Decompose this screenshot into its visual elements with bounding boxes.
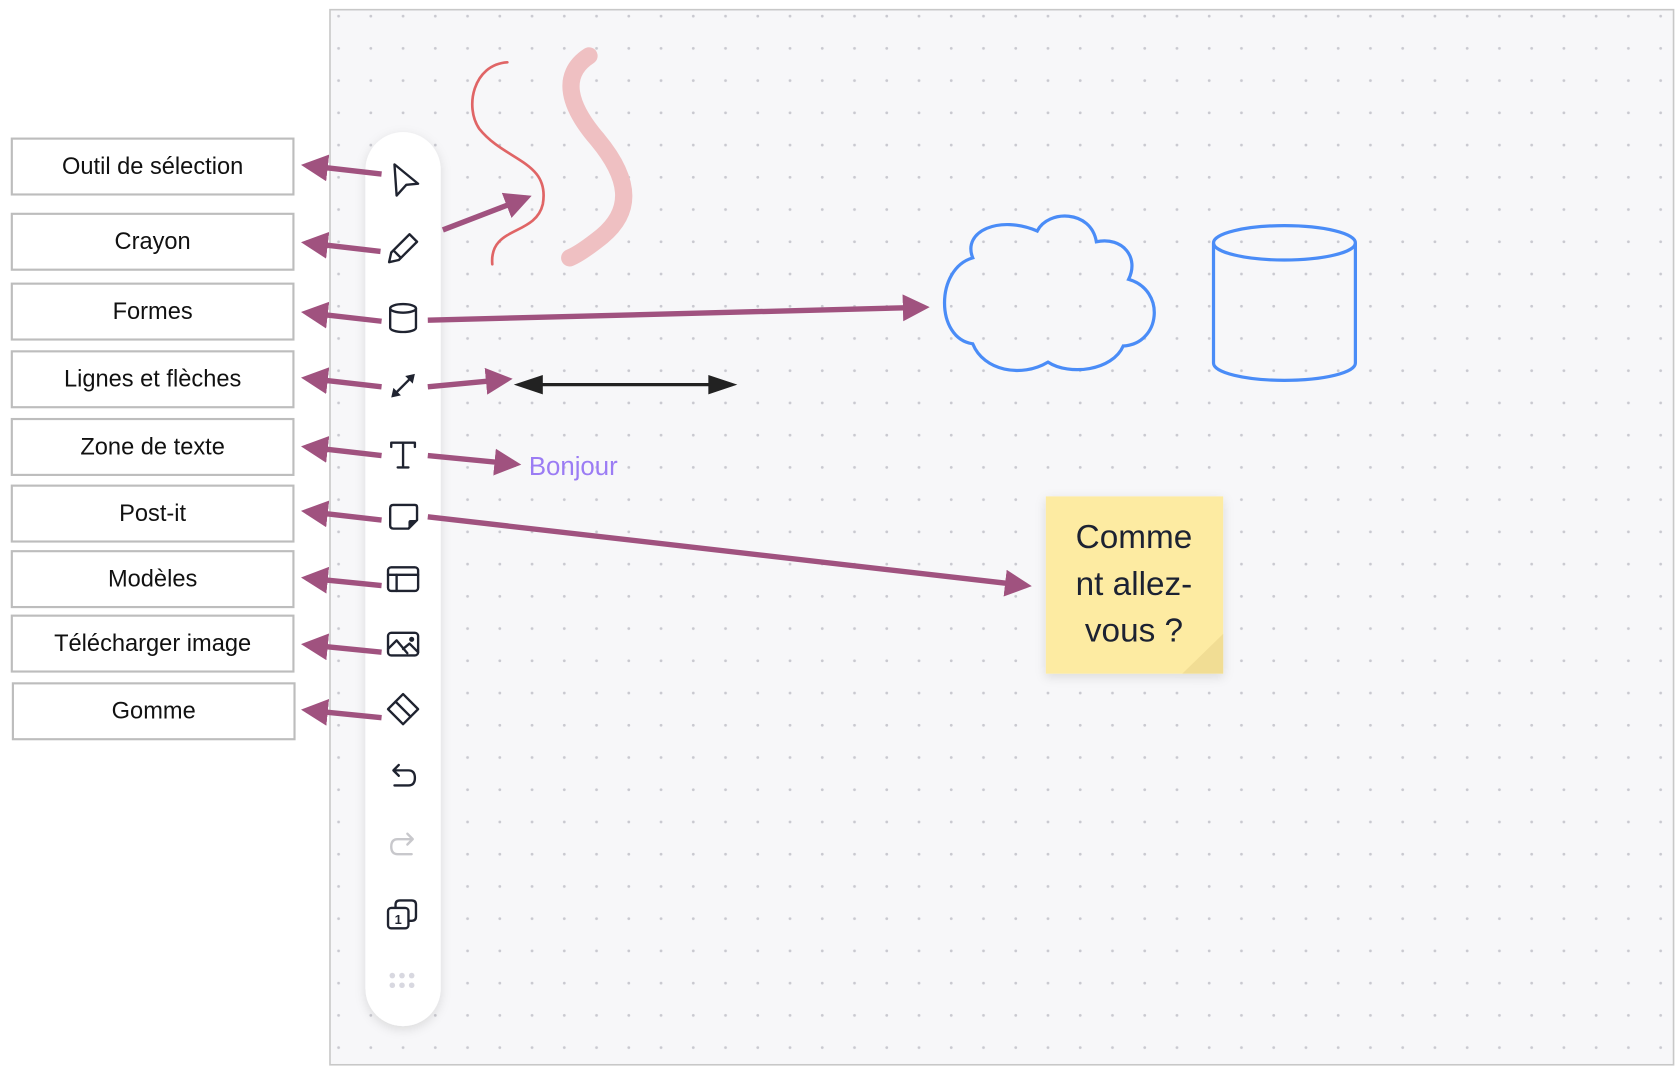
text-icon <box>390 441 417 469</box>
annotation-arrows <box>300 154 1032 726</box>
templates-icon <box>386 566 420 593</box>
cylinder-shape[interactable] <box>1211 224 1358 382</box>
canvas-text-item[interactable]: Bonjour <box>529 453 618 481</box>
undo-icon <box>392 763 417 787</box>
eraser-icon <box>386 692 420 726</box>
pages-button[interactable]: 1 <box>386 899 418 930</box>
whiteboard-canvas[interactable] <box>329 8 1675 1066</box>
sticky-line: vous ? <box>1085 612 1183 649</box>
sticky-note[interactable]: Comme nt allez- vous ? <box>1045 496 1224 674</box>
sticky-note-icon <box>388 503 419 530</box>
double-arrow-line[interactable] <box>513 374 738 395</box>
label-sticky-note: Post-it <box>119 501 186 527</box>
cursor-icon <box>393 163 420 197</box>
pencil-tool-button[interactable] <box>387 233 419 264</box>
pen-stroke-thin[interactable] <box>471 60 545 266</box>
label-pencil: Crayon <box>115 229 191 255</box>
annotation-labels <box>10 137 296 741</box>
double-arrow-icon <box>391 373 415 398</box>
sticky-note-tool-button[interactable] <box>388 503 419 530</box>
lines-arrows-tool-button[interactable] <box>391 373 415 398</box>
undo-button[interactable] <box>392 763 417 787</box>
redo-icon <box>390 832 414 856</box>
image-icon <box>386 631 420 657</box>
eraser-tool-button[interactable] <box>386 692 420 726</box>
sticky-line: nt allez- <box>1076 566 1193 603</box>
more-tools-button[interactable] <box>389 972 415 989</box>
select-tool-button[interactable] <box>393 163 420 197</box>
cloud-shape[interactable] <box>943 214 1156 372</box>
cylinder-icon <box>388 302 418 334</box>
label-lines-arrows: Lignes et flèches <box>64 367 241 393</box>
pages-icon <box>386 899 418 930</box>
label-eraser: Gomme <box>112 699 196 725</box>
pages-count: 1 <box>395 912 402 927</box>
grid-dots-icon <box>389 972 415 989</box>
label-upload-image: Télécharger image <box>54 631 251 657</box>
redo-button[interactable] <box>390 832 414 856</box>
pencil-icon <box>387 233 419 264</box>
sticky-line: Comme <box>1076 519 1193 556</box>
pen-stroke-thick[interactable] <box>561 47 633 267</box>
label-templates: Modèles <box>108 566 197 592</box>
shapes-tool-button[interactable] <box>388 302 418 334</box>
label-text-box: Zone de texte <box>80 434 225 460</box>
upload-image-tool-button[interactable] <box>386 631 420 657</box>
toolbar <box>365 132 441 1027</box>
label-selection-tool: Outil de sélection <box>62 154 243 180</box>
label-shapes: Formes <box>113 299 193 325</box>
text-tool-button[interactable] <box>390 441 417 469</box>
templates-tool-button[interactable] <box>386 566 420 593</box>
